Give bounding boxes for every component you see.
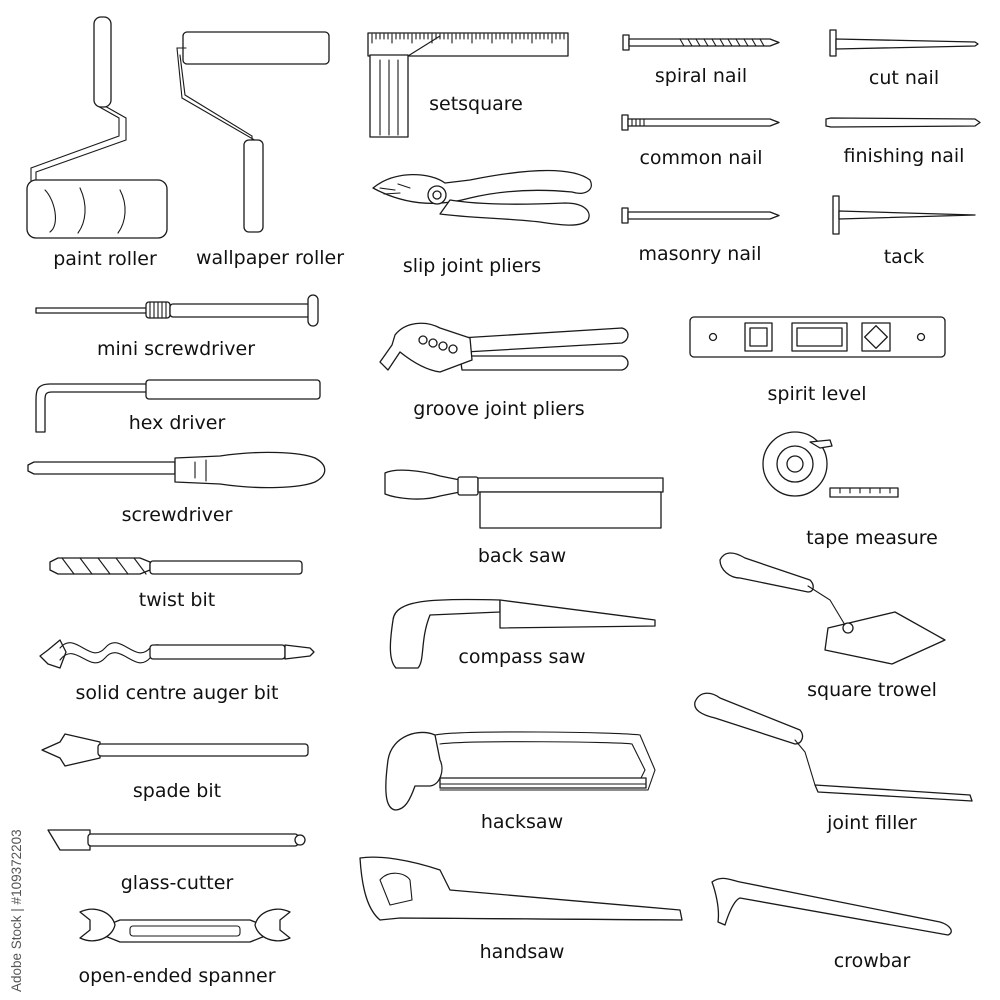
- label-paint-roller: paint roller: [53, 248, 157, 270]
- masonry-nail-illustration: [621, 207, 780, 224]
- label-hacksaw: hacksaw: [480, 811, 564, 833]
- setsquare-ruler-ticks: [371, 33, 565, 44]
- twist-bit-illustration: [49, 557, 303, 575]
- label-twist-bit: twist bit: [138, 589, 216, 611]
- stock-watermark: Adobe Stock | #109372203: [9, 829, 24, 992]
- open-ended-spanner-illustration: [79, 908, 291, 943]
- handsaw-illustration: [359, 856, 683, 921]
- square-trowel-illustration: [719, 552, 946, 665]
- solid-centre-auger-bit-illustration: [39, 639, 315, 669]
- label-spiral-nail: spiral nail: [654, 65, 748, 87]
- label-compass-saw: compass saw: [458, 646, 586, 668]
- label-solid-centre-auger-bit: solid centre auger bit: [75, 682, 279, 704]
- finishing-nail-illustration: [825, 117, 981, 128]
- cut-nail-illustration: [829, 29, 979, 57]
- label-slip-joint-pliers: slip joint pliers: [402, 255, 542, 277]
- tack-illustration: [832, 195, 976, 235]
- label-open-ended-spanner: open-ended spanner: [78, 965, 276, 987]
- label-tack: tack: [883, 246, 925, 268]
- label-handsaw: handsaw: [479, 941, 565, 963]
- label-screwdriver: screwdriver: [121, 504, 233, 526]
- label-masonry-nail: masonry nail: [638, 243, 762, 265]
- wallpaper-roller-illustration: [176, 31, 330, 233]
- screwdriver-illustration: [27, 451, 326, 489]
- label-spirit-level: spirit level: [767, 383, 867, 405]
- hex-driver-illustration: [35, 379, 321, 433]
- hacksaw-illustration: [385, 731, 656, 811]
- groove-joint-pliers-illustration: [379, 322, 629, 373]
- crowbar-illustration: [711, 877, 952, 936]
- label-square-trowel: square trowel: [807, 679, 937, 701]
- label-spade-bit: spade bit: [132, 780, 222, 802]
- spade-bit-illustration: [41, 733, 309, 767]
- compass-saw-illustration: [389, 598, 656, 669]
- label-back-saw: back saw: [477, 545, 567, 567]
- common-nail-illustration: [621, 114, 780, 131]
- label-common-nail: common nail: [639, 147, 763, 169]
- label-mini-screwdriver: mini screwdriver: [96, 338, 256, 360]
- label-hex-driver: hex driver: [128, 412, 226, 434]
- label-tape-measure: tape measure: [806, 527, 938, 549]
- setsquare-illustration: [367, 32, 569, 138]
- label-wallpaper-roller: wallpaper roller: [195, 247, 345, 269]
- label-glass-cutter: glass-cutter: [120, 872, 234, 894]
- spirit-level-illustration: [689, 316, 946, 358]
- label-groove-joint-pliers: groove joint pliers: [413, 398, 585, 420]
- slip-joint-pliers-illustration: [372, 169, 592, 226]
- label-cut-nail: cut nail: [868, 67, 940, 89]
- joint-filler-illustration: [694, 692, 973, 802]
- label-setsquare: setsquare: [429, 93, 523, 115]
- label-finishing-nail: finishing nail: [843, 145, 965, 167]
- label-joint-filler: joint filler: [827, 812, 917, 834]
- mini-screwdriver-illustration: [35, 294, 319, 327]
- label-crowbar: crowbar: [833, 950, 911, 972]
- glass-cutter-illustration: [47, 829, 306, 851]
- spiral-nail-illustration: [622, 34, 780, 51]
- paint-roller-illustration: [26, 16, 168, 239]
- back-saw-illustration: [384, 469, 664, 529]
- tape-measure-illustration: [762, 431, 899, 498]
